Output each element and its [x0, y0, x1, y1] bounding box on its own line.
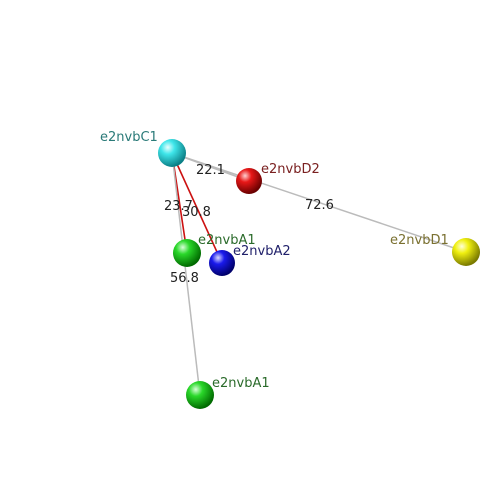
distance-label-c1-d2: 22.1	[196, 163, 225, 178]
atom-sphere-d2[interactable]	[236, 168, 262, 194]
distance-line-c1-a1b	[171, 152, 201, 396]
distance-label-c1-d1: 72.6	[305, 198, 334, 213]
atom-label-c1: e2nvbC1	[100, 130, 158, 145]
atom-label-a1a: e2nvbA1	[198, 233, 256, 248]
atom-label-d2: e2nvbD2	[261, 162, 320, 177]
distance-line-c1-a2	[171, 152, 223, 264]
atom-label-a2: e2nvbA2	[233, 244, 291, 259]
distance-label-c1-a2: 30.8	[182, 205, 211, 220]
atom-sphere-a2[interactable]	[209, 250, 235, 276]
atom-label-d1: e2nvbD1	[390, 233, 449, 248]
distance-label-c1-a1b: 56.8	[170, 271, 199, 286]
atom-sphere-a1b[interactable]	[186, 381, 214, 409]
atom-sphere-d1[interactable]	[452, 238, 480, 266]
atom-label-a1b: e2nvbA1	[212, 376, 270, 391]
atom-sphere-a1a[interactable]	[173, 239, 201, 267]
atom-sphere-c1[interactable]	[158, 139, 186, 167]
distance-label-c1-a1a: 23.7	[164, 199, 193, 214]
distance-line-c1-d1	[171, 152, 467, 253]
